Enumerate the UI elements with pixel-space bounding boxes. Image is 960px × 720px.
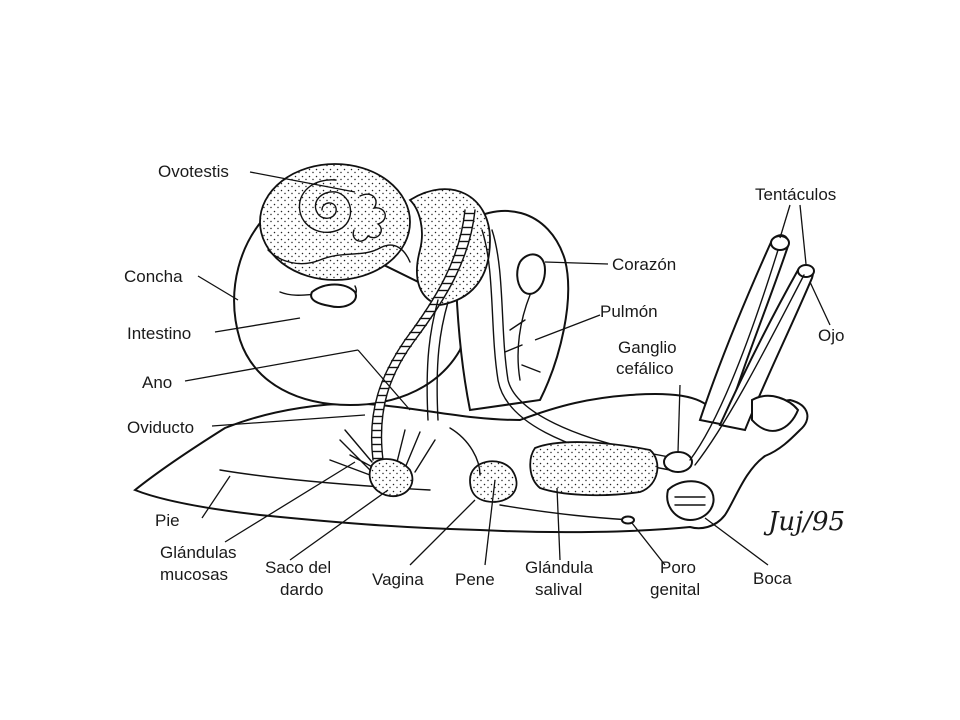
label-saco-del-dardo-line1: Saco del: [265, 558, 331, 577]
label-pene: Pene: [455, 570, 495, 589]
label-corazon: Corazón: [612, 255, 676, 274]
label-glandulas-mucosas-line1: Glándulas: [160, 543, 237, 562]
label-ano: Ano: [142, 373, 172, 392]
label-boca: Boca: [753, 569, 792, 588]
internal-organs: [329, 209, 715, 525]
label-ojo: Ojo: [818, 326, 844, 345]
label-oviducto: Oviducto: [127, 418, 194, 437]
labels: Ovotestis Concha Intestino Ano Oviducto …: [124, 162, 845, 599]
shell: [233, 163, 570, 412]
label-ganglio-cefalico-line1: Ganglio: [618, 338, 677, 357]
label-intestino: Intestino: [127, 324, 191, 343]
label-ovotestis: Ovotestis: [158, 162, 229, 181]
label-vagina: Vagina: [372, 570, 424, 589]
label-saco-del-dardo-line2: dardo: [280, 580, 323, 599]
label-concha: Concha: [124, 267, 183, 286]
label-ganglio-cefalico-line2: cefálico: [616, 359, 674, 378]
label-glandula-salival-line1: Glándula: [525, 558, 594, 577]
label-poro-genital-line1: Poro: [660, 558, 696, 577]
label-glandula-salival-line2: salival: [535, 580, 582, 599]
label-tentaculos: Tentáculos: [755, 185, 836, 204]
tentacles: [689, 234, 815, 466]
label-glandulas-mucosas-line2: mucosas: [160, 565, 228, 584]
label-poro-genital-line2: genital: [650, 580, 700, 599]
label-pie: Pie: [155, 511, 180, 530]
artist-signature: Juj/95: [763, 507, 845, 537]
leader-lines: [184, 171, 831, 566]
label-pulmon: Pulmón: [600, 302, 658, 321]
